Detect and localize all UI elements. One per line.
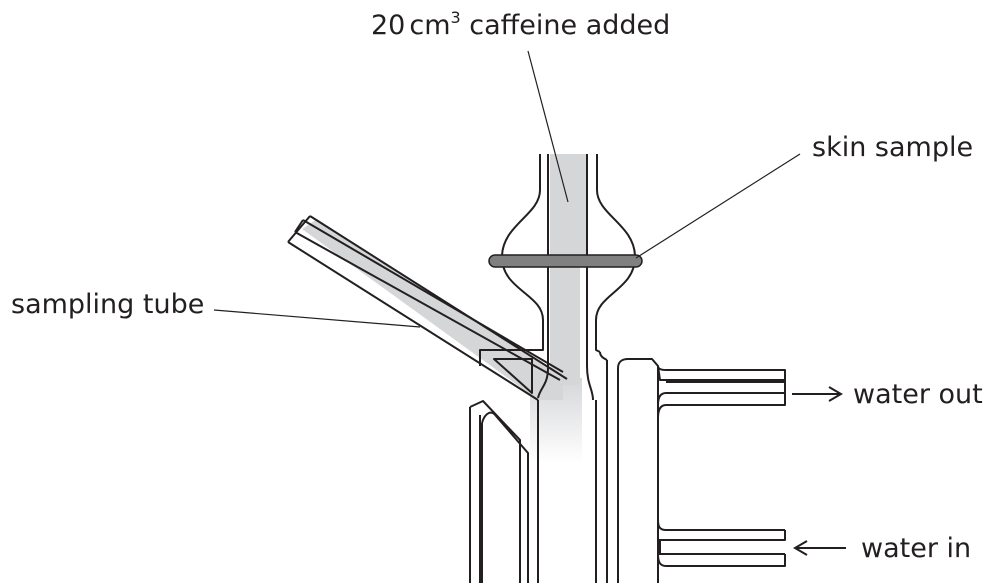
- caffeine-amount: 20: [371, 10, 406, 41]
- water-in-arm: [657, 404, 786, 555]
- receptor-body-left: [469, 400, 597, 583]
- skin-sample-label: skin sample: [812, 132, 974, 163]
- donor-chamber-solution: [550, 154, 586, 261]
- skin-sample-membrane: [488, 254, 643, 268]
- water-in-label: water in: [861, 533, 972, 564]
- donor-chamber-inner: [537, 154, 594, 401]
- water-out-arrow-head: [828, 386, 843, 402]
- water-in-arrow-head: [793, 540, 808, 556]
- water-jacket: [599, 351, 786, 583]
- water-out-label: water out: [853, 379, 983, 410]
- sampling-arm: [287, 215, 568, 401]
- sampling-tube-label: sampling tube: [11, 289, 205, 320]
- water-out-arm-top: [657, 365, 786, 383]
- caffeine-unit: cm: [409, 10, 451, 41]
- caffeine-text: caffeine added: [469, 10, 671, 41]
- solution-fills: [302, 154, 586, 463]
- receptor-stem-solution: [550, 265, 580, 385]
- support-triangle: [493, 358, 533, 394]
- sampling-tube-leader: [213, 309, 421, 328]
- caffeine-power: 3: [450, 8, 461, 27]
- flow-arrows: [792, 386, 846, 556]
- leader-lines: [213, 50, 801, 328]
- water-in-arm-lower: [657, 553, 786, 567]
- sampling-arm-inner: [294, 219, 564, 381]
- skin-sample-leader: [635, 153, 801, 259]
- caffeine-leader: [527, 50, 569, 203]
